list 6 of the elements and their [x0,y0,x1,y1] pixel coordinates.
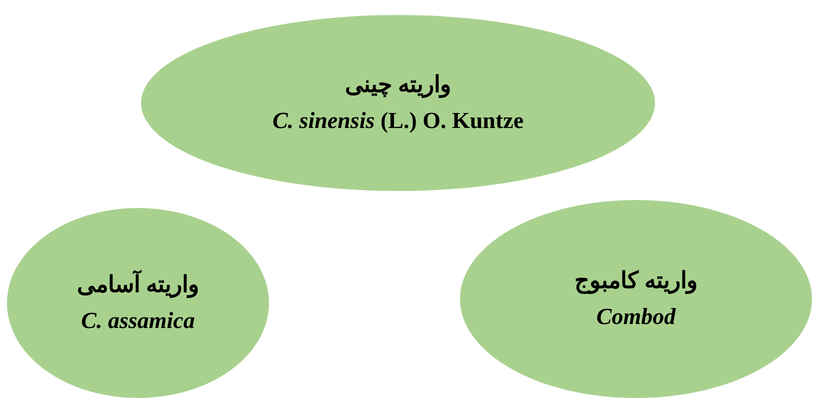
variety-name: واریته آسامی [77,271,199,299]
scientific-name: C. assamica [81,307,195,335]
scientific-name: C. sinensis (L.) O. Kuntze [272,107,524,135]
scientific-name: Combod [596,303,676,331]
variety-name: واریته چینی [345,71,451,99]
variety-name: واریته کامبوج [574,267,698,295]
